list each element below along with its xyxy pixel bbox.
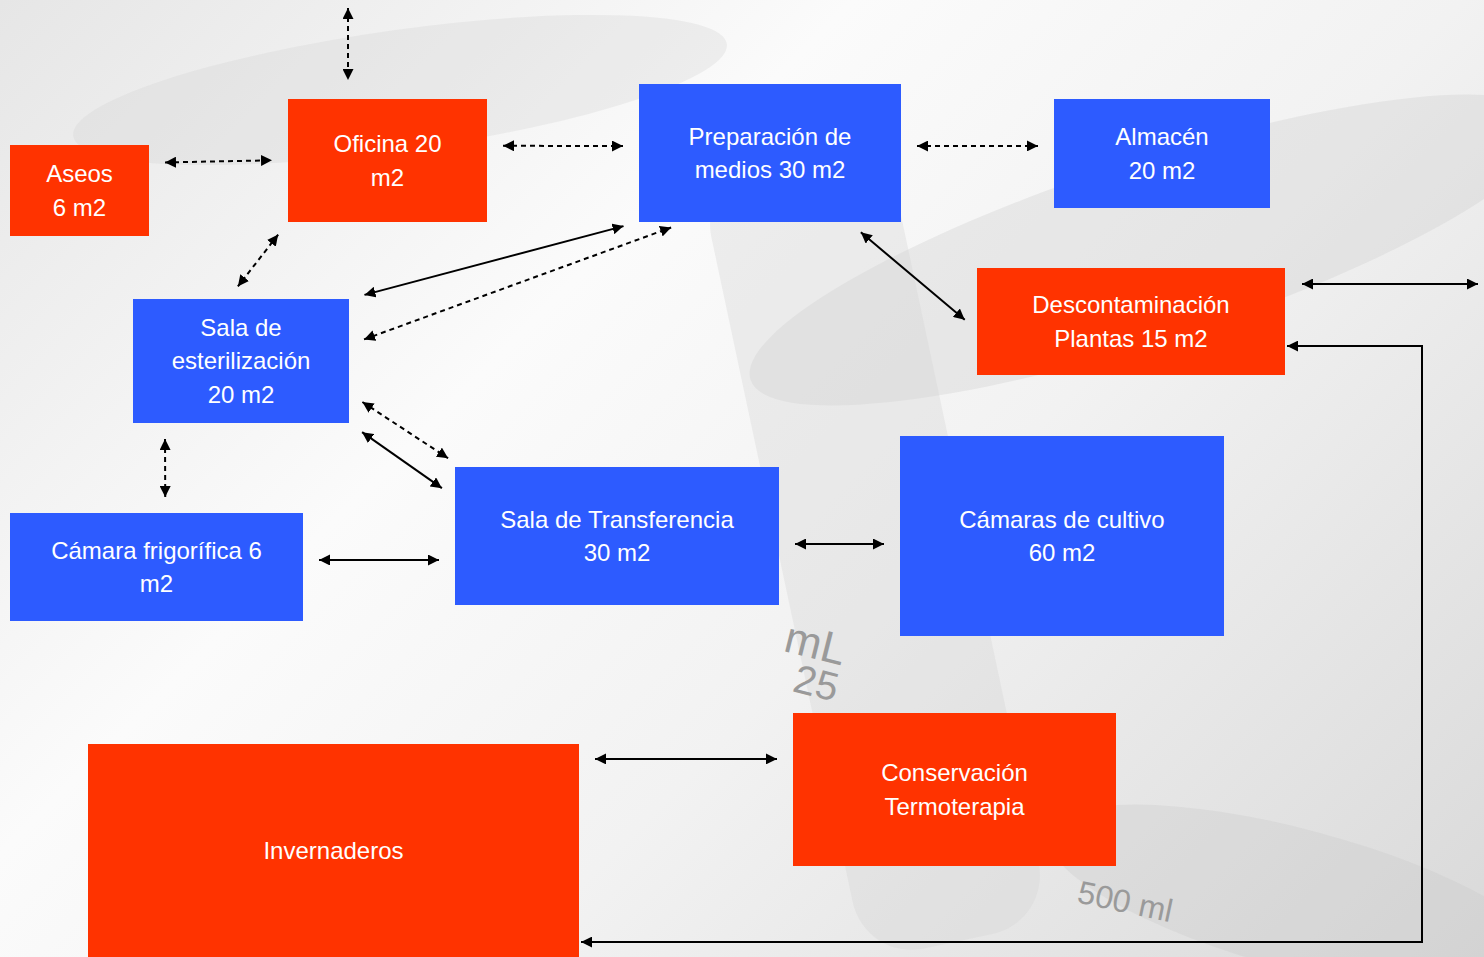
solid-connector [861,232,965,319]
room-label: Invernaderos [263,834,403,867]
room-box: Sala de esterilización 20 m2 [133,299,349,423]
room-label: Conservación Termoterapia [870,756,1040,822]
offpage-arrow [1302,283,1478,285]
watermark: 500 ml [1074,874,1176,930]
solid-connector [364,226,623,295]
offpage-arrow [347,8,349,80]
dashed-connector [362,402,448,458]
room-box: Sala de Transferencia 30 m2 [455,467,779,605]
room-label: Aseos 6 m2 [40,157,120,223]
dashed-connector [165,160,272,162]
room-box: Invernaderos [88,744,579,957]
solid-connector [319,559,439,561]
dashed-connector [503,145,623,147]
solid-connector [795,543,884,545]
room-label: Preparación de medios 30 m2 [670,120,870,186]
room-box: Cámaras de cultivo 60 m2 [900,436,1224,636]
dashed-connector [917,145,1038,147]
solid-connector [581,346,1422,942]
dashed-connector [164,439,166,497]
room-box: Descontaminación Plantas 15 m2 [977,268,1285,375]
glass-shape [65,0,735,195]
watermark: 25 [789,656,843,710]
room-label: Almacén 20 m2 [1107,120,1217,186]
room-box: Almacén 20 m2 [1054,99,1270,208]
room-label: Cámaras de cultivo 60 m2 [947,503,1177,569]
room-label: Cámara frigorífica 6 m2 [42,534,272,600]
dashed-connector [238,235,278,287]
room-label: Sala de esterilización 20 m2 [156,311,326,410]
room-box: Conservación Termoterapia [793,713,1116,866]
room-box: Cámara frigorífica 6 m2 [10,513,303,621]
room-box: Oficina 20 m2 [288,99,487,222]
room-label: Sala de Transferencia 30 m2 [486,503,748,569]
room-box: Aseos 6 m2 [10,145,149,236]
room-box: Preparación de medios 30 m2 [639,84,901,222]
solid-connector [595,758,777,760]
solid-connector [362,432,442,488]
dashed-connector [364,227,671,339]
room-label: Descontaminación Plantas 15 m2 [1011,288,1251,354]
room-label: Oficina 20 m2 [333,127,443,193]
